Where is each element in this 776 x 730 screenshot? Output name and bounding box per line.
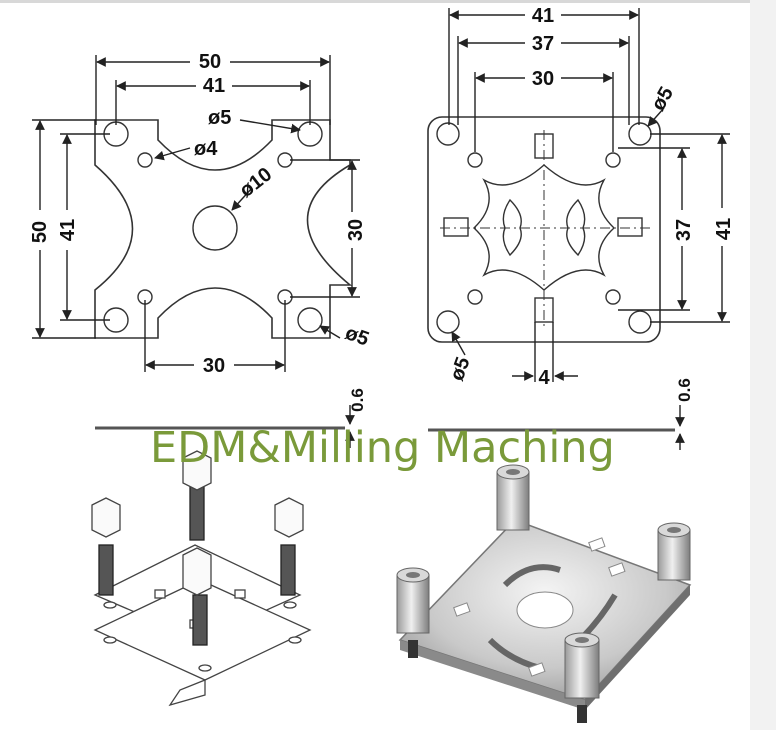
left-hole-tr [297, 121, 323, 147]
right-top-outer-dim: 41 [532, 5, 554, 27]
right-small-hole-bl [467, 289, 483, 305]
right-hole-tl [436, 122, 460, 146]
standoff-top [496, 464, 530, 531]
right-slot-width-dim: 4 [538, 367, 550, 389]
left-top-inner-dim: 41 [203, 75, 225, 97]
top-border [0, 0, 750, 3]
assembled-plate-photo [396, 464, 692, 723]
right-hole-bl [436, 310, 460, 334]
right-cutout-left [502, 198, 522, 257]
left-callout-small-hole: ø4 [194, 138, 218, 160]
left-small-hole-tl [137, 152, 153, 168]
left-right-dim: 30 [345, 219, 367, 241]
right-small-hole-br [605, 289, 621, 305]
right-hole-tr [628, 122, 652, 146]
exploded-assembly-view [91, 450, 312, 707]
right-callout-bottom-hole: ø5 [446, 354, 475, 383]
left-top-outer-dim: 50 [199, 51, 221, 73]
standoff-bottom [564, 632, 600, 723]
left-hole-br [297, 307, 323, 333]
right-small-hole-tl [467, 152, 483, 168]
left-thickness-dim: 0.6 [348, 388, 367, 412]
right-top-inner-dim: 30 [532, 68, 554, 90]
watermark-text: EDM&Milling Maching [150, 423, 615, 473]
left-plate-view: 50 41 50 41 30 30 ø5 ø4 [28, 50, 372, 448]
left-callout-top-hole: ø5 [208, 107, 231, 129]
right-small-hole-tr [605, 152, 621, 168]
right-plate-view: 41 37 30 37 41 ø5 ø5 4 [427, 4, 735, 450]
right-margin-bar [750, 0, 776, 730]
standoff-right [657, 522, 691, 581]
right-side-outer-dim: 41 [713, 218, 735, 240]
left-side-outer-dim: 50 [29, 221, 51, 243]
standoff-tl [396, 567, 430, 658]
right-slot-left [443, 217, 469, 237]
right-side-inner-dim: 37 [673, 219, 695, 241]
left-callout-bottom-hole: ø5 [342, 322, 371, 351]
right-thickness-dim: 0.6 [675, 378, 694, 402]
left-center-hole [192, 205, 238, 251]
right-hole-br [628, 310, 652, 334]
left-small-hole-tr [277, 152, 293, 168]
right-top-mid-dim: 37 [532, 33, 554, 55]
right-callout-top-hole: ø5 [647, 83, 678, 114]
left-bottom-dim: 30 [203, 355, 225, 377]
right-slot-right [617, 217, 643, 237]
left-side-inner-dim: 41 [57, 219, 79, 241]
